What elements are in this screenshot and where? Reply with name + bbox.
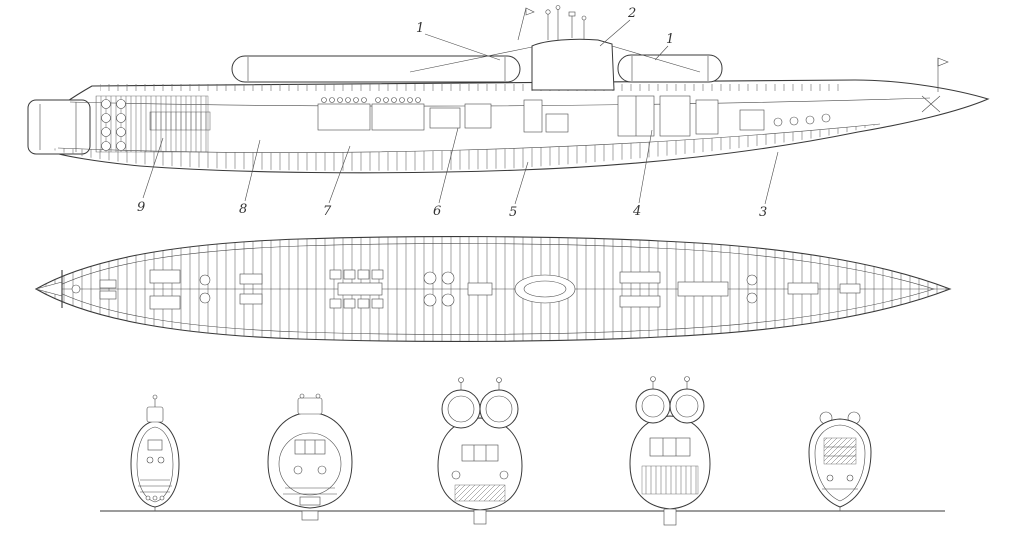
leader-line <box>142 137 164 199</box>
casing-frame-ticks <box>100 84 840 91</box>
callout-9: 9 <box>137 200 145 215</box>
callout-5: 5 <box>509 205 517 220</box>
callout-3: 3 <box>759 205 767 220</box>
engine-block <box>317 103 371 131</box>
sail <box>531 38 615 91</box>
callout-top-2: 2 <box>627 6 636 21</box>
leader-line <box>514 161 529 205</box>
leader-line <box>328 145 351 204</box>
engine-valve-gear <box>321 97 421 103</box>
engine-block <box>371 103 425 131</box>
section-a <box>130 394 180 511</box>
section-b-tower <box>297 397 323 415</box>
section-a-tower <box>146 406 164 423</box>
callout-6: 6 <box>433 204 441 219</box>
callout-7: 7 <box>323 204 332 219</box>
forward-tank-circles <box>101 99 126 151</box>
plan-view <box>34 235 952 343</box>
section-c <box>437 377 523 525</box>
section-c-fin <box>473 509 487 525</box>
tube-trunk <box>659 95 691 137</box>
section-b-keel <box>301 510 319 521</box>
profile-view: 1 2 1 9 8 7 6 5 4 3 <box>27 5 990 220</box>
hull-frame-band <box>50 124 880 171</box>
profile-hull-outline <box>45 79 990 174</box>
section-b <box>267 393 353 521</box>
sail-fairing-line <box>409 46 533 73</box>
section-d-fin <box>663 508 677 526</box>
section-b-hull <box>267 411 353 509</box>
battery-bank <box>149 111 211 131</box>
leader-line <box>599 19 631 47</box>
masts <box>517 5 587 41</box>
forward-deck-cylinder <box>231 55 521 83</box>
bow-sonar-housing <box>27 99 91 155</box>
leader-line <box>244 139 261 202</box>
control-room-gear <box>523 99 543 133</box>
section-d-hull <box>629 415 711 510</box>
section-a-hull <box>130 420 180 508</box>
propeller-icon <box>921 95 941 113</box>
callout-8: 8 <box>239 202 247 217</box>
callout-top-1: 1 <box>416 21 424 36</box>
section-d <box>629 376 711 526</box>
aft-tank-circles <box>773 113 831 127</box>
profile-machinery <box>149 95 831 137</box>
profile-callouts: 1 2 1 9 8 7 6 5 4 3 <box>137 6 779 220</box>
profile-superstructure <box>231 5 723 91</box>
leader-line <box>424 33 501 61</box>
section-e <box>808 411 872 511</box>
stern-flag-icon <box>937 57 949 67</box>
tube-trunk <box>695 99 719 135</box>
callout-top-3: 1 <box>666 32 674 47</box>
leader-line <box>654 45 669 61</box>
aux-machinery <box>429 107 461 129</box>
callout-4: 4 <box>632 204 641 219</box>
leader-line <box>438 127 459 204</box>
aft-machinery <box>739 109 765 131</box>
control-room-gear <box>545 113 569 133</box>
section-d-tube <box>669 388 705 424</box>
section-views <box>130 376 872 526</box>
plan-equipment <box>99 269 861 310</box>
section-d-tube <box>635 388 671 424</box>
leader-line <box>638 129 653 204</box>
leader-line <box>764 151 779 205</box>
aft-deck-cylinder <box>617 54 723 83</box>
aux-machinery <box>464 103 492 129</box>
plan-bow-fitting <box>71 284 81 294</box>
